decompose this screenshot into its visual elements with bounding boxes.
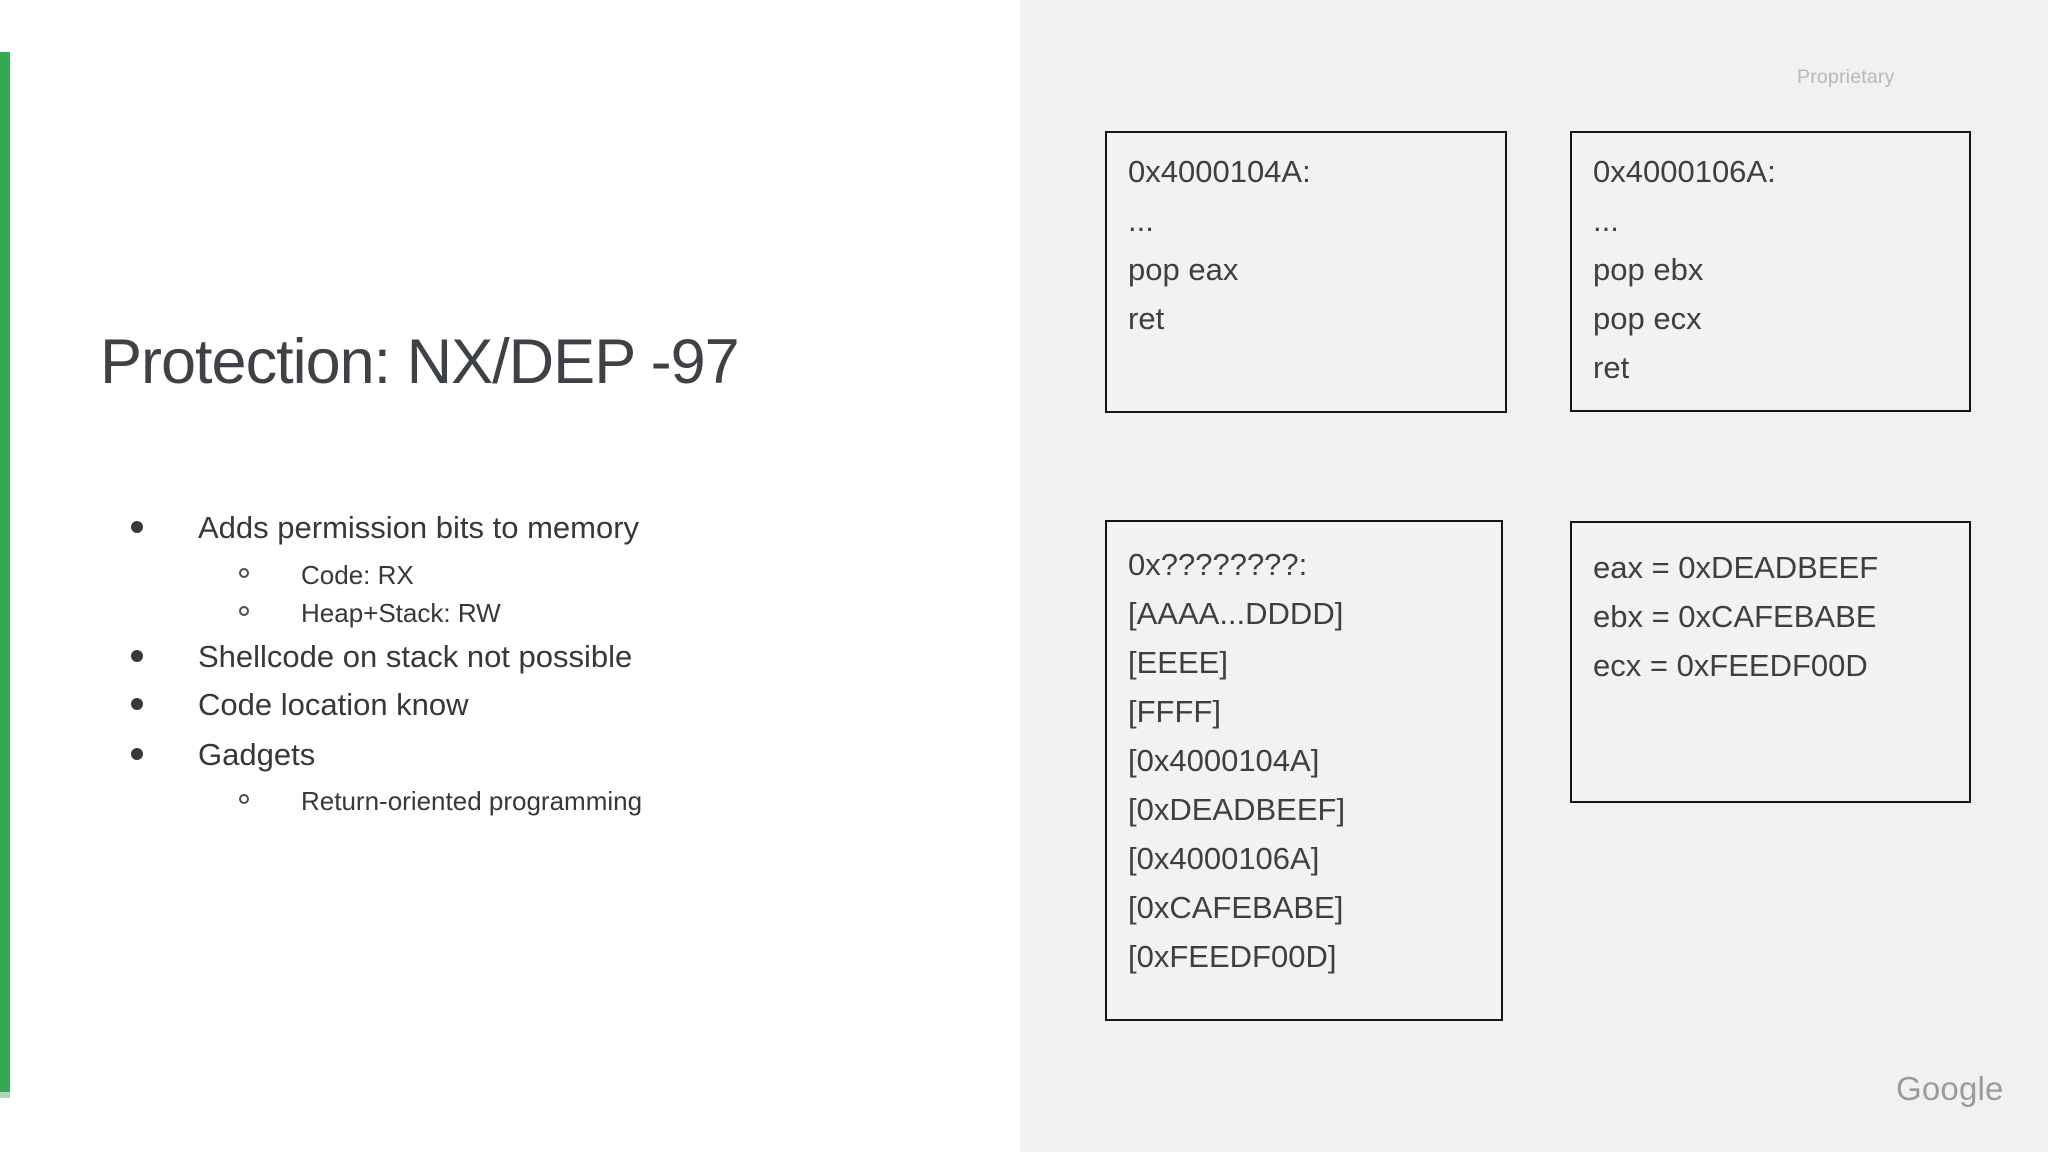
- bullet-circle-icon: [239, 568, 249, 578]
- gadget-box-1: 0x4000104A:... pop eax ret: [1105, 131, 1507, 413]
- bullet-text: Gadgets: [198, 737, 316, 772]
- bullet-text: Return-oriented programming: [301, 786, 643, 816]
- box-line: pop ecx: [1593, 301, 1702, 336]
- box-line: ...: [1593, 203, 1619, 238]
- bullet-dot-icon: [131, 650, 143, 662]
- box-line: ...: [1128, 203, 1154, 238]
- box-line: [0xFEEDF00D]: [1128, 939, 1337, 974]
- bullet-item: Code: RX: [130, 560, 890, 598]
- bullet-circle-icon: [239, 794, 249, 804]
- bullet-text: Shellcode on stack not possible: [198, 639, 633, 674]
- box-line: [0x4000104A]: [1128, 743, 1320, 778]
- bullet-dot-icon: [131, 748, 143, 760]
- accent-bar: [0, 52, 10, 1098]
- registers-box: eax = 0xDEADBEEF ebx = 0xCAFEBABE ecx = 0x…: [1570, 521, 1971, 803]
- bullet-dot-icon: [131, 521, 143, 533]
- bullet-text: Heap+Stack: RW: [301, 598, 501, 628]
- slide-title: Protection: NX/DEP -97: [100, 327, 740, 397]
- box-line: [0xDEADBEEF]: [1128, 792, 1346, 827]
- box-line: 0x4000104A:: [1128, 154, 1311, 189]
- bullet-item: Return-oriented programming: [130, 786, 890, 828]
- stack-box: 0x????????: [AAAA...DDDD] [EEEE] [FFFF] [0x4…: [1105, 520, 1503, 1021]
- box-line: 0x4000106A:: [1593, 154, 1776, 189]
- box-line: pop eax: [1128, 252, 1239, 287]
- gadget-box-2: 0x4000106A:... pop ebx pop ecx ret: [1570, 131, 1971, 412]
- google-logo: Google: [1896, 1070, 2004, 1107]
- proprietary-label: Proprietary: [1797, 66, 1895, 88]
- box-line: pop ebx: [1593, 252, 1704, 287]
- box-line: ecx = 0xFEEDF00D: [1593, 648, 1868, 683]
- bullet-item: Shellcode on stack not possible: [130, 639, 890, 687]
- box-line: ret: [1128, 301, 1165, 336]
- box-line: [AAAA...DDDD]: [1128, 596, 1344, 631]
- bullet-text: Code: RX: [301, 560, 414, 590]
- bullet-text: Adds permission bits to memory: [198, 510, 640, 545]
- bullet-item: Code location know: [130, 687, 890, 737]
- bullet-item: Heap+Stack: RW: [130, 598, 890, 639]
- box-line: eax = 0xDEADBEEF: [1593, 550, 1879, 585]
- box-line: [EEEE]: [1128, 645, 1228, 680]
- box-line: [FFFF]: [1128, 694, 1221, 729]
- box-line: 0x????????:: [1128, 547, 1308, 582]
- bullet-dot-icon: [131, 698, 143, 710]
- box-line: ret: [1593, 350, 1630, 385]
- box-line: [0x4000106A]: [1128, 841, 1320, 876]
- bullet-item: Gadgets: [130, 737, 890, 786]
- bullet-circle-icon: [239, 606, 249, 616]
- box-line: ebx = 0xCAFEBABE: [1593, 599, 1877, 634]
- box-line: [0xCAFEBABE]: [1128, 890, 1344, 925]
- bullet-item: Adds permission bits to memory: [130, 510, 890, 560]
- bullet-text: Code location know: [198, 687, 469, 722]
